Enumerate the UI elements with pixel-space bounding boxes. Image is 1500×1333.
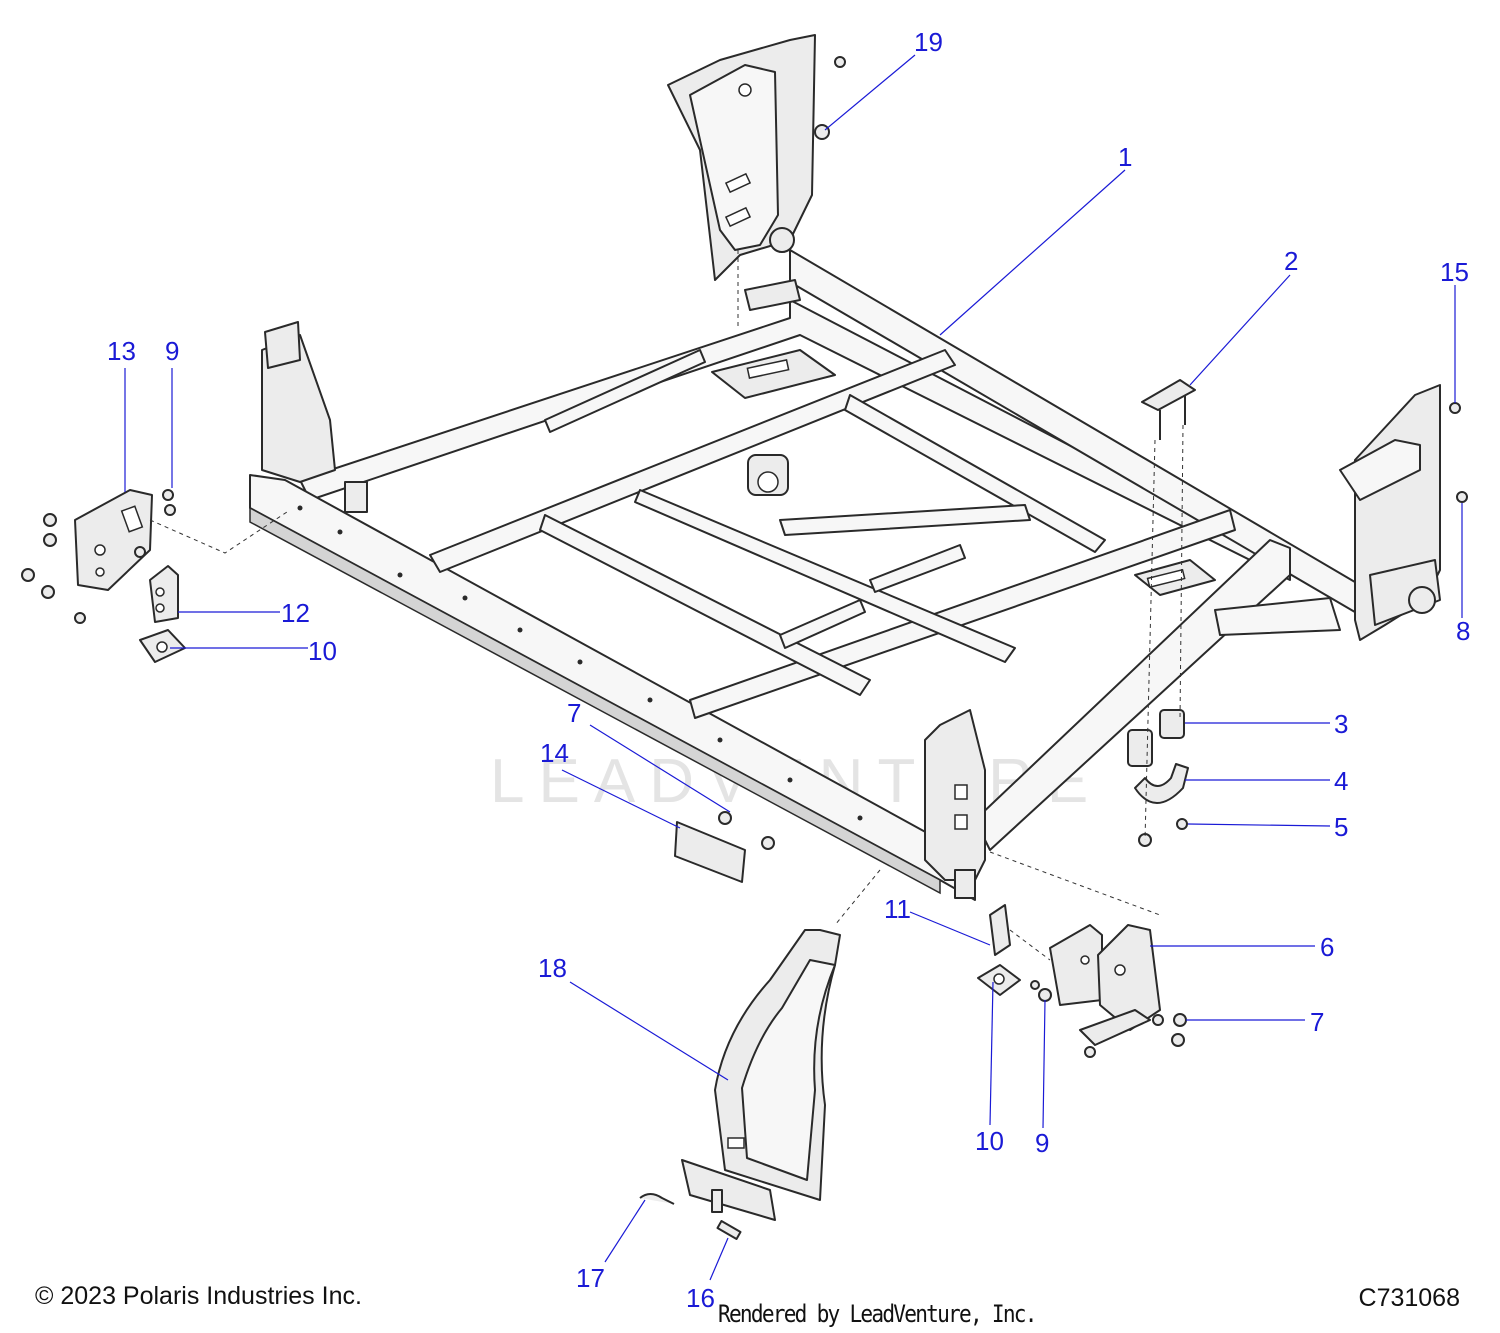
- clip-nut-10-right: [977, 964, 1021, 996]
- nuts-5: [1138, 818, 1188, 847]
- clip-17: [639, 1193, 675, 1205]
- callout-11: 11: [884, 894, 911, 924]
- callout-15: 15: [1440, 257, 1469, 287]
- callout-10-left: 10: [308, 636, 337, 666]
- callout-10-right: 10: [975, 1126, 1004, 1156]
- bracket-13: [74, 489, 153, 591]
- dash-line-2b: [1179, 424, 1184, 721]
- dash-line-13: [149, 509, 291, 554]
- dash-line-6: [989, 851, 1161, 916]
- callout-7-right: 7: [1310, 1007, 1324, 1037]
- dash-line-18: [834, 869, 881, 926]
- bolts-left: [21, 489, 176, 624]
- clip-nut-10-left: [139, 629, 186, 663]
- callout-13: 13: [107, 336, 136, 366]
- canister-18: [681, 929, 841, 1221]
- bracket-11: [989, 904, 1011, 956]
- callout-labels: 1 2 3 4 5 6 7 7 8 9 9 10 10 11 12 13 14 …: [107, 27, 1470, 1313]
- front-upright: [924, 709, 986, 899]
- bolts-7-front: [718, 811, 775, 850]
- nut-15: [1449, 402, 1461, 414]
- callout-17: 17: [576, 1263, 605, 1293]
- copyright-text: © 2023 Polaris Industries Inc.: [35, 1282, 362, 1310]
- bracket-12: [149, 565, 179, 623]
- right-upright: [1339, 384, 1441, 641]
- callout-8: 8: [1456, 616, 1470, 646]
- callout-3: 3: [1334, 709, 1348, 739]
- callout-9-left: 9: [165, 336, 179, 366]
- diagram-code: C731068: [1358, 1284, 1460, 1312]
- nut-8: [1456, 491, 1468, 503]
- callout-1: 1: [1118, 142, 1132, 172]
- bracket-6: [1049, 924, 1161, 1046]
- dash-line-11: [1009, 929, 1051, 961]
- leader-lines: [124, 54, 1463, 1281]
- callout-18: 18: [538, 953, 567, 983]
- bolt-9-right: [1030, 980, 1052, 1002]
- callout-9-right: 9: [1035, 1128, 1049, 1158]
- callout-2: 2: [1284, 246, 1298, 276]
- dash-line-2a: [1144, 439, 1156, 841]
- callout-14: 14: [540, 738, 569, 768]
- rendered-by-text: Rendered by LeadVenture, Inc.: [718, 1300, 1037, 1328]
- callout-4: 4: [1334, 766, 1348, 796]
- plate-14: [674, 821, 746, 883]
- callout-7-front: 7: [567, 698, 581, 728]
- clamp-3: [1127, 709, 1185, 767]
- callout-5: 5: [1334, 812, 1348, 842]
- center-clamp: [747, 454, 789, 496]
- left-upright: [261, 321, 368, 513]
- callout-19: 19: [914, 27, 943, 57]
- callout-16: 16: [686, 1283, 715, 1313]
- callout-12: 12: [281, 598, 310, 628]
- bolt-19: [814, 56, 846, 140]
- clamp-4: [1134, 763, 1189, 804]
- pin-16: [716, 1220, 742, 1240]
- plate-2: [1141, 379, 1196, 440]
- rear-upright-bracket: [667, 34, 816, 311]
- callout-6: 6: [1320, 932, 1334, 962]
- main-frame: [249, 249, 1361, 901]
